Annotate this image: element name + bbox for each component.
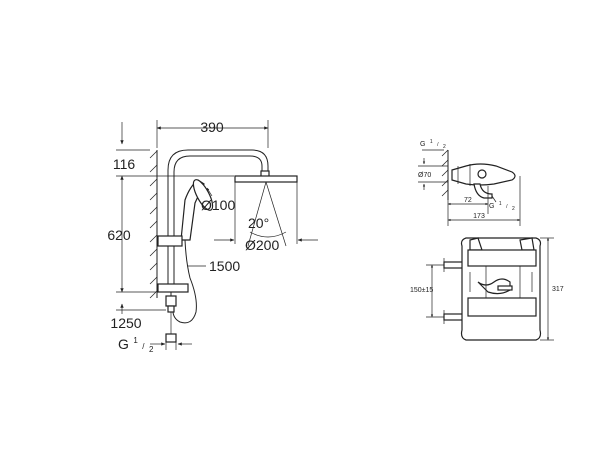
dim-top-label: 116 bbox=[113, 156, 136, 172]
thermostat-front-view bbox=[426, 237, 554, 341]
side-thread-label: G 1 / 2 bbox=[489, 192, 515, 212]
spray-line-left bbox=[247, 181, 267, 247]
outlet-connector bbox=[165, 295, 177, 307]
dim-total-label: 1250 bbox=[110, 315, 141, 331]
dim-angle-label: 20° bbox=[248, 215, 269, 231]
spray-line-right bbox=[265, 181, 287, 247]
dim-height-label: 620 bbox=[107, 227, 131, 243]
shower-system-drawing: 390 116 620 1250 Ø100 20° Ø200 1500 bbox=[107, 119, 318, 354]
outlet-nipple bbox=[167, 305, 175, 313]
front-height-label: 317 bbox=[552, 286, 564, 293]
dimension-vertical bbox=[116, 122, 234, 314]
hand-shower bbox=[180, 179, 214, 241]
shower-wall bbox=[149, 150, 158, 299]
thread-label: G 1 / 2 bbox=[118, 330, 154, 354]
shower-hose bbox=[172, 239, 197, 324]
thermostat-side-view bbox=[418, 149, 521, 226]
dim-width-label: 390 bbox=[200, 119, 224, 135]
side-total-depth-label: 173 bbox=[473, 213, 485, 220]
dim-hand-diameter-label: Ø100 bbox=[201, 197, 235, 213]
side-thread-top-label: G 1 / 2 bbox=[420, 130, 446, 150]
dimension-head-diameter bbox=[214, 182, 318, 244]
rain-shower-head bbox=[234, 175, 298, 183]
front-spacing-label: 150±15 bbox=[410, 287, 433, 294]
hand-shower-slider bbox=[157, 235, 183, 247]
dim-head-diameter-label: Ø200 bbox=[245, 237, 279, 253]
dim-hose-label: 1500 bbox=[209, 258, 240, 274]
spray-angle-arc bbox=[249, 231, 287, 238]
side-diameter-label: Ø70 bbox=[418, 172, 431, 179]
bottom-bracket bbox=[157, 283, 189, 293]
side-depth-label: 72 bbox=[464, 197, 472, 204]
dimension-390 bbox=[156, 120, 269, 148]
dimension-thread bbox=[150, 312, 192, 350]
shower-riser-pipe bbox=[167, 149, 269, 292]
